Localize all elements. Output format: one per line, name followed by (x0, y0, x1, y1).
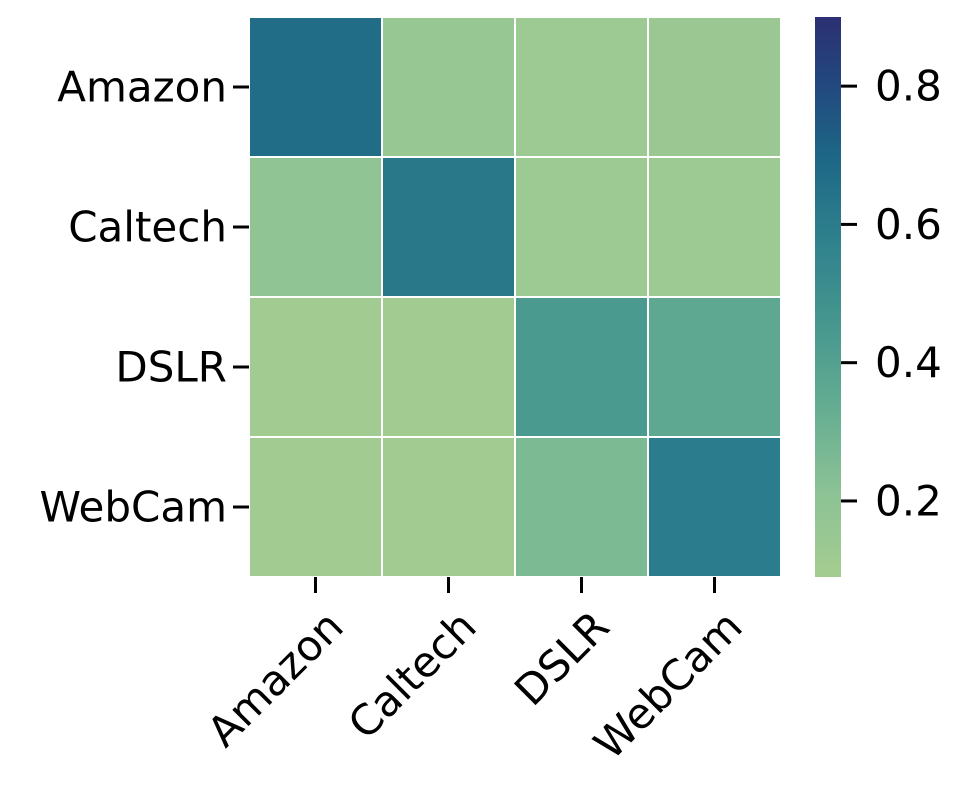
colorbar-gradient (815, 17, 841, 577)
y-tick-label: DSLR (115, 343, 227, 392)
colorbar-tick-label: 0.4 (875, 338, 942, 387)
heatmap-cell-caltech-webcam (647, 156, 782, 298)
heatmap-cell-dslr-amazon (248, 296, 383, 438)
y-tick-label: WebCam (39, 483, 227, 532)
heatmap-cell-webcam-webcam (647, 436, 782, 578)
heatmap-cell-dslr-dslr (514, 296, 649, 438)
colorbar-tick-label: 0.6 (875, 200, 942, 249)
x-tick-label: DSLR (505, 601, 619, 715)
heatmap-cell-webcam-dslr (514, 436, 649, 578)
heatmap-cell-caltech-dslr (514, 156, 649, 298)
heatmap-cell-dslr-caltech (381, 296, 516, 438)
heatmap-cell-amazon-webcam (647, 16, 782, 158)
heatmap-cell-dslr-webcam (647, 296, 782, 438)
heatmap-cells (248, 16, 782, 578)
x-tick-label: Amazon (198, 601, 353, 756)
colorbar: 0.2 0.4 0.6 0.8 (815, 17, 942, 577)
heatmap-cell-caltech-caltech (381, 156, 516, 298)
heatmap-cell-caltech-amazon (248, 156, 383, 298)
heatmap-cell-webcam-caltech (381, 436, 516, 578)
colorbar-tick-label: 0.2 (875, 476, 942, 525)
heatmap-cell-amazon-amazon (248, 16, 383, 158)
heatmap-cell-amazon-caltech (381, 16, 516, 158)
x-tick-label: WebCam (584, 601, 751, 768)
x-tick-label: Caltech (339, 601, 486, 748)
colorbar-tick-label: 0.8 (875, 62, 942, 111)
y-tick-label: Caltech (68, 203, 227, 252)
heatmap-cell-amazon-dslr (514, 16, 649, 158)
y-tick-label: Amazon (57, 63, 227, 112)
heatmap-cell-webcam-amazon (248, 436, 383, 578)
